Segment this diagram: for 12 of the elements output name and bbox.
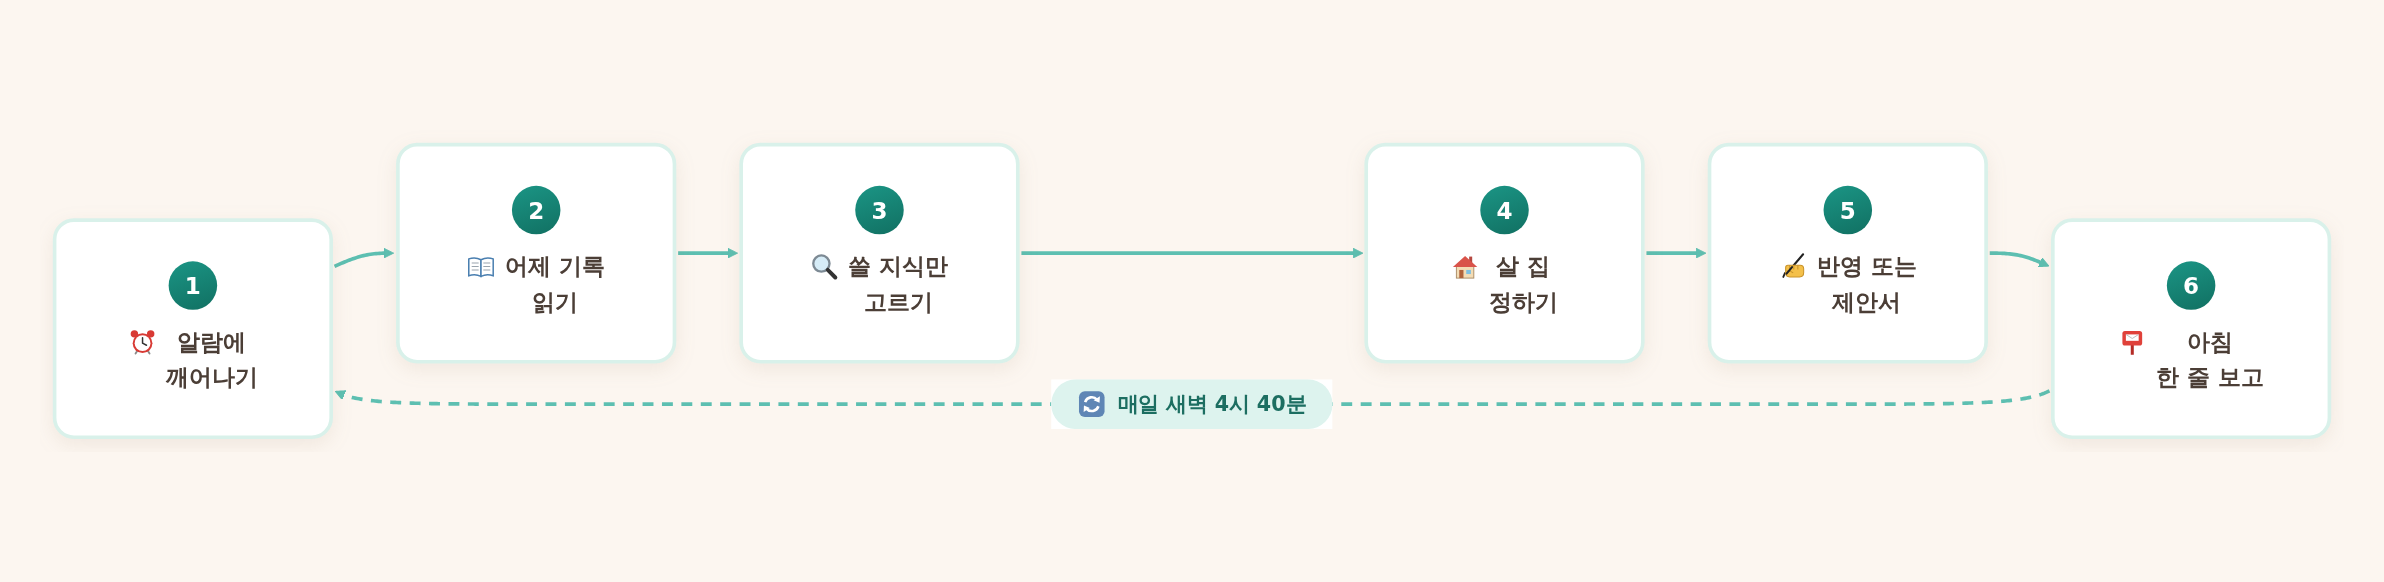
edge-label: 매일 새벽 4시 40분 — [1117, 391, 1307, 418]
arrow — [1646, 247, 1707, 259]
arrow — [678, 247, 739, 259]
arrow — [1989, 251, 2050, 268]
arrow — [1021, 247, 1364, 259]
step-label: 살 집 정하기 — [1488, 251, 1558, 316]
step-label: 아침 한 줄 보고 — [2155, 327, 2265, 392]
step-label: 어제 기록 읽기 — [504, 251, 606, 316]
arrow — [333, 247, 395, 269]
step-label: 알람에 깨어나기 — [165, 327, 258, 392]
step-label: 쓸 지식만 고르기 — [848, 251, 949, 316]
step-label: 반영 또는 제안서 — [1816, 251, 1917, 316]
